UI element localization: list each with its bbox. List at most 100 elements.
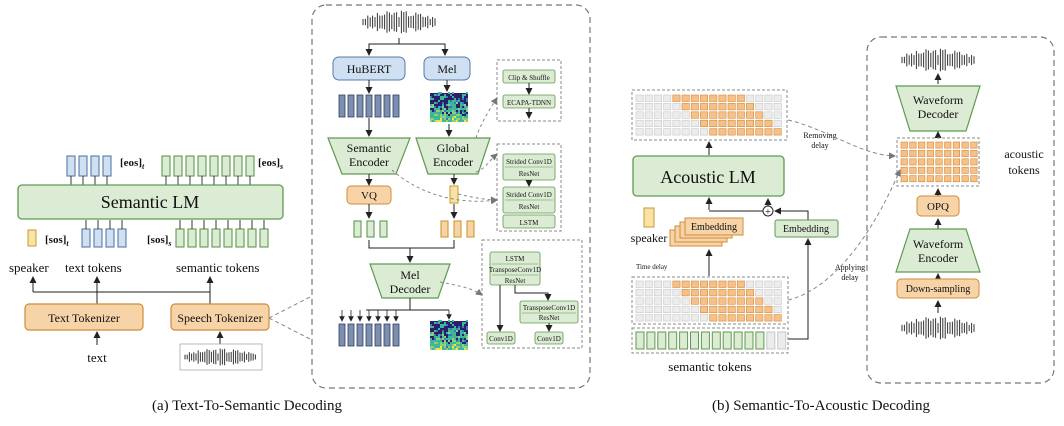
- spectrogram-cell: [458, 118, 460, 120]
- spectrogram-cell: [430, 334, 432, 336]
- spectrogram-cell: [452, 118, 454, 120]
- spectrogram-cell: [436, 114, 438, 116]
- grid-cell: [970, 158, 978, 166]
- spectrogram-cell: [446, 344, 448, 346]
- spectrogram-cell: [444, 324, 446, 326]
- spectrogram-cell: [438, 94, 440, 96]
- spectrogram-cell: [430, 116, 432, 118]
- spectrogram-cell: [448, 346, 450, 348]
- spectrogram-cell: [440, 114, 442, 116]
- spectrogram-cell: [450, 110, 452, 112]
- mel-label: Mel: [437, 62, 457, 76]
- spectrogram-cell: [466, 348, 468, 350]
- spectrogram-cell: [454, 102, 456, 104]
- spectrogram-cell: [456, 108, 458, 110]
- grid-cell: [709, 280, 718, 288]
- spectrogram-cell: [432, 112, 434, 114]
- semantic-row-token: [690, 331, 699, 350]
- feature-frame: [338, 94, 346, 118]
- lstm-a: LSTM: [520, 219, 539, 227]
- grid-cell: [709, 314, 718, 322]
- waveform-decoder-label-2: Decoder: [918, 107, 959, 121]
- spectrogram-cell: [440, 340, 442, 342]
- grid-cell: [644, 305, 653, 314]
- spectrogram-cell: [430, 98, 432, 100]
- spectrogram-cell: [436, 340, 438, 342]
- grid-cell: [635, 103, 644, 111]
- spectrogram-cell: [442, 338, 444, 340]
- grid-cell: [970, 141, 978, 149]
- spectrogram-cell: [460, 104, 462, 106]
- spectrogram-cell: [454, 98, 456, 100]
- spectrogram-cell: [452, 344, 454, 346]
- spectrogram-cell: [462, 116, 464, 118]
- spectrogram-cell: [442, 108, 444, 110]
- grid-cell: [690, 111, 699, 119]
- grid-cell: [718, 111, 727, 119]
- spectrogram-cell: [458, 342, 460, 344]
- spectrogram-cell: [452, 328, 454, 330]
- speech-input-box: [179, 343, 263, 371]
- spectrogram-cell: [460, 342, 462, 344]
- spectrogram-cell: [440, 106, 442, 108]
- spectrogram-cell: [450, 106, 452, 108]
- grid-cell: [755, 94, 764, 102]
- grid-cell: [672, 128, 681, 136]
- semantic-row-token: [679, 331, 689, 350]
- grid-cell: [654, 103, 663, 111]
- grid-cell: [709, 119, 718, 127]
- eos-s-label: [eos]s: [258, 157, 283, 171]
- grid-cell: [663, 314, 672, 322]
- spectrogram-cell: [444, 108, 446, 110]
- spectrogram-cell: [454, 110, 456, 112]
- spectrogram-cell: [446, 342, 448, 344]
- spectrogram-cell: [450, 322, 452, 324]
- grid-cell: [681, 305, 690, 314]
- waveform-encoder-block: [895, 228, 981, 273]
- conv-a: Conv1D: [489, 335, 513, 343]
- semantic-code: [379, 220, 388, 238]
- grid-cell: [709, 128, 718, 136]
- spectrogram-cell: [432, 326, 434, 328]
- spectrogram-cell: [460, 120, 462, 122]
- grid-cell: [690, 305, 699, 314]
- spectrogram-cell: [452, 116, 454, 118]
- grid-cell: [700, 289, 709, 297]
- spectrogram-cell: [434, 118, 436, 120]
- grid-cell: [644, 119, 653, 127]
- speech-tokenizer-label: Speech Tokenizer: [177, 311, 262, 325]
- spectrogram-cell: [438, 106, 440, 108]
- text-token: [66, 155, 76, 177]
- spectrogram-cell: [448, 104, 450, 106]
- spectrogram-cell: [452, 114, 454, 116]
- grid-cell: [944, 150, 952, 157]
- grid-cell: [944, 166, 952, 174]
- grid-cell: [727, 103, 736, 111]
- grid-cell: [718, 128, 727, 136]
- spectrogram-cell: [456, 342, 458, 344]
- grid-cell: [709, 305, 718, 314]
- grid-cell: [709, 103, 718, 111]
- spectrogram-cell: [464, 104, 466, 106]
- spectrogram-cell: [462, 340, 464, 342]
- reconstructed-spectrogram: [430, 320, 468, 350]
- grid-cell: [690, 297, 699, 305]
- spectrogram-cell: [466, 118, 468, 120]
- embedding-block-b: [774, 219, 839, 238]
- spectrogram-cell: [442, 98, 444, 100]
- spectrogram-cell: [442, 116, 444, 118]
- grid-cell: [690, 119, 699, 127]
- feature-frame: [374, 94, 382, 118]
- spectrogram-cell: [462, 336, 464, 338]
- semantic-tokens-label-b: semantic tokens: [668, 359, 751, 374]
- spectrogram-cell: [466, 120, 468, 122]
- spectrogram-cell: [438, 348, 440, 350]
- spectrogram-cell: [434, 114, 436, 116]
- spectrogram-cell: [466, 110, 468, 112]
- grid-cell: [681, 314, 690, 322]
- spectrogram-cell: [464, 346, 466, 348]
- spectrogram-cell: [442, 102, 444, 104]
- spectrogram-cell: [430, 112, 432, 114]
- semantic-row-token: [700, 331, 710, 350]
